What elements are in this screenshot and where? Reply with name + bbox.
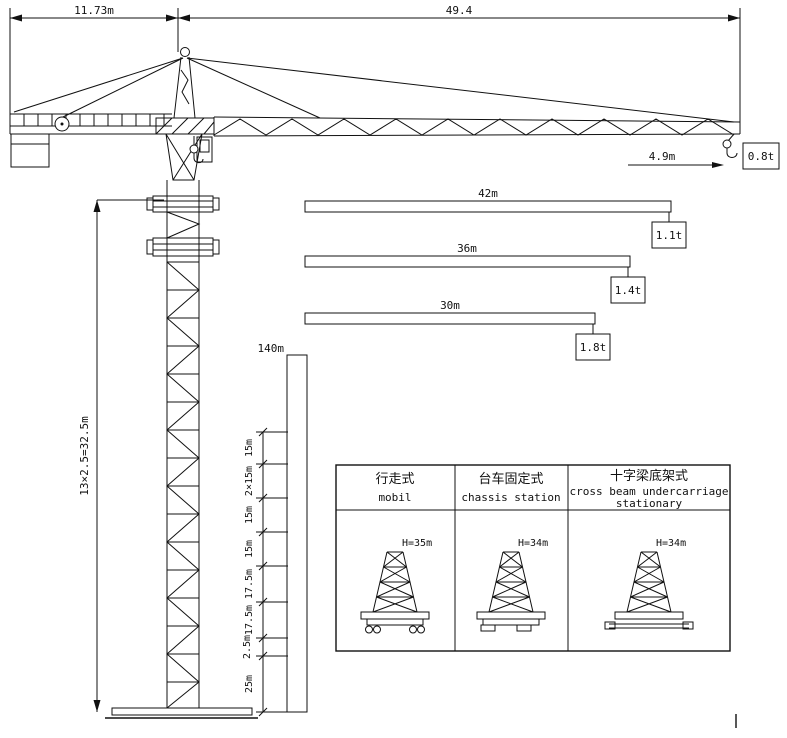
counterweight-block xyxy=(10,133,50,168)
tower-height-label: 13×2.5=32.5m xyxy=(78,416,91,496)
support-block xyxy=(480,624,496,632)
tip-capacity-label: 0.8t xyxy=(748,150,775,163)
dim-arrow-mid-right-icon xyxy=(178,14,190,22)
base-type-table: 行走式 mobil H=35m 台车固定式 chassis station H=… xyxy=(335,464,731,652)
mini-crane-crossbeam xyxy=(604,551,694,630)
tower-height-dimension: 13×2.5=32.5m xyxy=(78,199,164,712)
column-height-label: H=34m xyxy=(656,538,686,549)
wheel-icon xyxy=(365,625,373,634)
tip-hook-icon xyxy=(726,148,738,158)
reference-column: 140m xyxy=(258,342,308,713)
jib-option-capacity-label: 1.1t xyxy=(656,229,683,242)
jib-option-length-label: 42m xyxy=(478,187,498,200)
table-column-crossbeam: 十字梁底架式 cross beam undercarriage stationa… xyxy=(570,468,729,630)
jib-option-36m: 36m 1.4t xyxy=(304,242,646,304)
tower-base xyxy=(111,707,253,716)
dim-arrow-mid-left-icon xyxy=(166,14,178,22)
dim-arrow-down-icon xyxy=(93,700,101,712)
tower-mast xyxy=(105,180,258,719)
hook-icon xyxy=(193,153,204,164)
column-title-en: mobil xyxy=(378,491,411,504)
chain-segment-label: 25m xyxy=(244,675,255,693)
table-column-chassis: 台车固定式 chassis station H=34m xyxy=(461,471,561,632)
wheel-icon xyxy=(417,625,425,634)
column-title-cn: 行走式 xyxy=(375,472,414,487)
top-dimension: 11.73m 49.4 xyxy=(9,4,741,122)
column-title-cn: 台车固定式 xyxy=(478,471,543,487)
counter-jib xyxy=(9,113,172,168)
slewing-unit xyxy=(155,117,215,181)
height-chain-dimension: 15m 2×15m 15m 15m 17.5m 17.5m 2.5m 25m xyxy=(242,427,288,717)
climbing-collar xyxy=(152,195,214,213)
crossbeam-pad xyxy=(682,621,694,630)
tip-length-label: 4.9m xyxy=(649,150,676,163)
dim-tick-icons xyxy=(258,427,268,717)
chain-segment-label: 15m xyxy=(244,540,255,558)
cab-window xyxy=(199,139,210,153)
reference-height-label: 140m xyxy=(258,342,285,355)
jib xyxy=(213,116,741,158)
chain-segment-label: 17.5m xyxy=(244,605,255,635)
chain-segment-label: 2×15m xyxy=(244,466,255,496)
jib-option-capacity-label: 1.8t xyxy=(580,341,607,354)
jib-option-length-label: 30m xyxy=(440,299,460,312)
column-height-label: H=34m xyxy=(518,538,548,549)
hook-pulley-icon xyxy=(189,144,199,154)
dim-arrow-right-icon xyxy=(728,14,740,22)
column-title-cn: 十字梁底架式 xyxy=(610,468,688,484)
table-column-mobile: 行走式 mobil H=35m xyxy=(360,472,432,634)
tip-dim-arrow-icon xyxy=(712,162,724,168)
chain-segment-label: 15m xyxy=(244,439,255,457)
column-title-en: chassis station xyxy=(461,491,560,504)
support-block xyxy=(516,624,532,632)
counter-jib-length-label: 11.73m xyxy=(74,4,114,17)
chain-segment-label: 2.5m xyxy=(242,635,253,659)
chain-segment-label: 15m xyxy=(244,506,255,524)
chain-segment-label: 17.5m xyxy=(244,569,255,599)
tip-dimension: 4.9m xyxy=(628,150,724,168)
wheel-icon xyxy=(409,625,417,634)
column-title-en2: stationary xyxy=(616,497,683,510)
tip-pulley-icon xyxy=(722,139,732,149)
dim-arrow-left-icon xyxy=(10,14,22,22)
climbing-collar xyxy=(152,237,214,257)
jib-option-30m: 30m 1.8t xyxy=(304,299,611,361)
tower-head xyxy=(13,47,735,123)
column-title-en: cross beam undercarriage xyxy=(570,485,729,498)
jib-option-length-label: 36m xyxy=(457,242,477,255)
mini-crane-mobile xyxy=(360,551,430,634)
column-height-label: H=35m xyxy=(402,538,432,549)
dim-arrow-up-icon xyxy=(93,200,101,212)
jib-length-label: 49.4 xyxy=(446,4,473,17)
wheel-icon xyxy=(373,625,381,634)
apex-pulley-icon xyxy=(180,47,190,57)
crossbeam-pad xyxy=(604,621,616,630)
jib-option-42m: 42m 1.1t xyxy=(304,187,687,249)
jib-option-capacity-label: 1.4t xyxy=(615,284,642,297)
tip-capacity: 0.8t xyxy=(742,142,780,170)
mini-crane-chassis xyxy=(476,551,546,632)
